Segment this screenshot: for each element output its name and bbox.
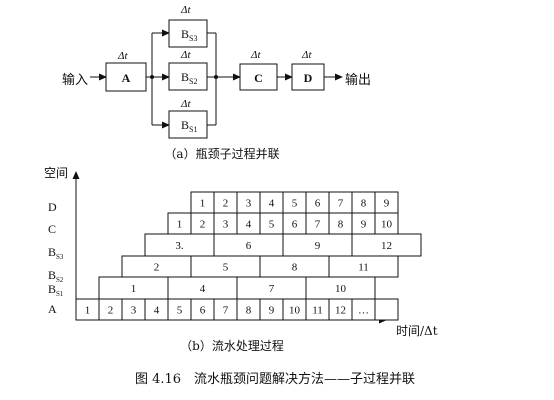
cell-label-d: 8 bbox=[361, 198, 367, 210]
cell-label-a: 1 bbox=[85, 305, 91, 317]
caption-b: （b）流水处理过程 bbox=[180, 338, 284, 353]
cell-label-a: 5 bbox=[177, 305, 183, 317]
cell-label-a: 3 bbox=[131, 305, 137, 317]
cell-label-bs3: 3. bbox=[175, 240, 184, 252]
cell-label-c: 3 bbox=[223, 219, 229, 231]
cell-label-d: 5 bbox=[292, 198, 298, 210]
cell-label-bs2: 11 bbox=[358, 262, 369, 274]
delta-label-d: Δt bbox=[301, 49, 312, 61]
row-label-bs1: BS1 bbox=[48, 282, 64, 298]
stage-c-box bbox=[239, 63, 278, 91]
stage-d-label: D bbox=[304, 71, 313, 85]
stage-a-label: A bbox=[122, 71, 131, 85]
delta-label-c: Δt bbox=[250, 49, 261, 61]
cell-label-a: 9 bbox=[269, 305, 275, 317]
cell-label-bs2: 8 bbox=[292, 262, 298, 274]
row-label-c: C bbox=[48, 222, 56, 236]
cell-label-bs1: 1 bbox=[131, 283, 137, 295]
stage-bs2-box bbox=[168, 62, 208, 91]
cell-label-a: 7 bbox=[223, 305, 229, 317]
cell-a bbox=[374, 298, 399, 321]
cell-label-bs1: 4 bbox=[200, 283, 206, 295]
cell-label-a: 11 bbox=[312, 305, 323, 317]
cell-label-c: 8 bbox=[338, 219, 344, 231]
delta-label-a: Δt bbox=[117, 50, 128, 62]
cell-d bbox=[374, 191, 399, 214]
cell-label-a: 10 bbox=[289, 305, 301, 317]
input-label: 输入 bbox=[62, 72, 88, 88]
cell-label-a: 8 bbox=[246, 305, 252, 317]
cell-label-a: 4 bbox=[154, 305, 160, 317]
stage-c-label: C bbox=[254, 71, 263, 85]
cell-label-d: 4 bbox=[269, 198, 275, 210]
cell-label-a: 6 bbox=[200, 305, 206, 317]
cell-label-bs3: 6 bbox=[246, 240, 252, 252]
row-label-d: D bbox=[48, 200, 57, 214]
cell-label-bs2: 5 bbox=[223, 262, 229, 274]
caption-a: （a）瓶颈子过程并联 bbox=[164, 146, 279, 161]
figure-caption: 图 4.16 流水瓶颈问题解决方法——子过程并联 bbox=[135, 371, 415, 387]
cell-label-c: 4 bbox=[246, 219, 252, 231]
cell-label-c: 6 bbox=[292, 219, 298, 231]
cell-label-d: 3 bbox=[246, 198, 252, 210]
cell-label-bs1: 7 bbox=[269, 283, 275, 295]
cell-label-c: 5 bbox=[269, 219, 275, 231]
cell-label-d: 7 bbox=[338, 198, 344, 210]
row-label-bs2: BS2 bbox=[48, 268, 64, 284]
cell-label-bs3: 12 bbox=[381, 240, 392, 252]
cell-label-c: 1 bbox=[177, 219, 183, 231]
row-label-bs3: BS3 bbox=[48, 245, 64, 261]
cell-label-d: 2 bbox=[223, 198, 229, 210]
cell-label-d: 9 bbox=[384, 198, 390, 210]
row-label-a: A bbox=[48, 302, 57, 316]
cell-label-bs1: 10 bbox=[335, 283, 347, 295]
cell-label-a: … bbox=[358, 305, 369, 317]
cell-label-a: 12 bbox=[335, 305, 346, 317]
delta-label-bs1: Δt bbox=[180, 98, 191, 110]
cell-label-c: 9 bbox=[361, 219, 367, 231]
cell-label-d: 1 bbox=[200, 198, 206, 210]
cell-label-c: 7 bbox=[315, 219, 321, 231]
output-label: 输出 bbox=[345, 72, 371, 88]
delta-label-bs3: Δt bbox=[180, 4, 191, 16]
stage-bs1-label: BS1 bbox=[181, 118, 197, 134]
parallel-diagram: 输入 Δt A Δt BS3 Δt BS2 Δt BS1 Δt bbox=[62, 4, 371, 161]
y-axis-label: 空间 bbox=[44, 166, 68, 180]
x-axis-label: 时间/Δt bbox=[396, 324, 438, 338]
stage-bs1-box bbox=[168, 110, 208, 139]
cell-label-d: 6 bbox=[315, 198, 321, 210]
cell-label-c: 10 bbox=[381, 219, 393, 231]
stage-bs2-label: BS2 bbox=[181, 70, 197, 86]
stage-bs3-box bbox=[168, 19, 208, 48]
cell-label-c: 2 bbox=[200, 219, 206, 231]
delta-label-bs2: Δt bbox=[180, 49, 191, 61]
cell-label-bs3: 9 bbox=[315, 240, 321, 252]
stage-d-box bbox=[291, 63, 325, 91]
cell-label-a: 2 bbox=[108, 305, 114, 317]
stage-bs3-label: BS3 bbox=[181, 27, 197, 43]
cell-label-bs2: 2 bbox=[154, 262, 160, 274]
